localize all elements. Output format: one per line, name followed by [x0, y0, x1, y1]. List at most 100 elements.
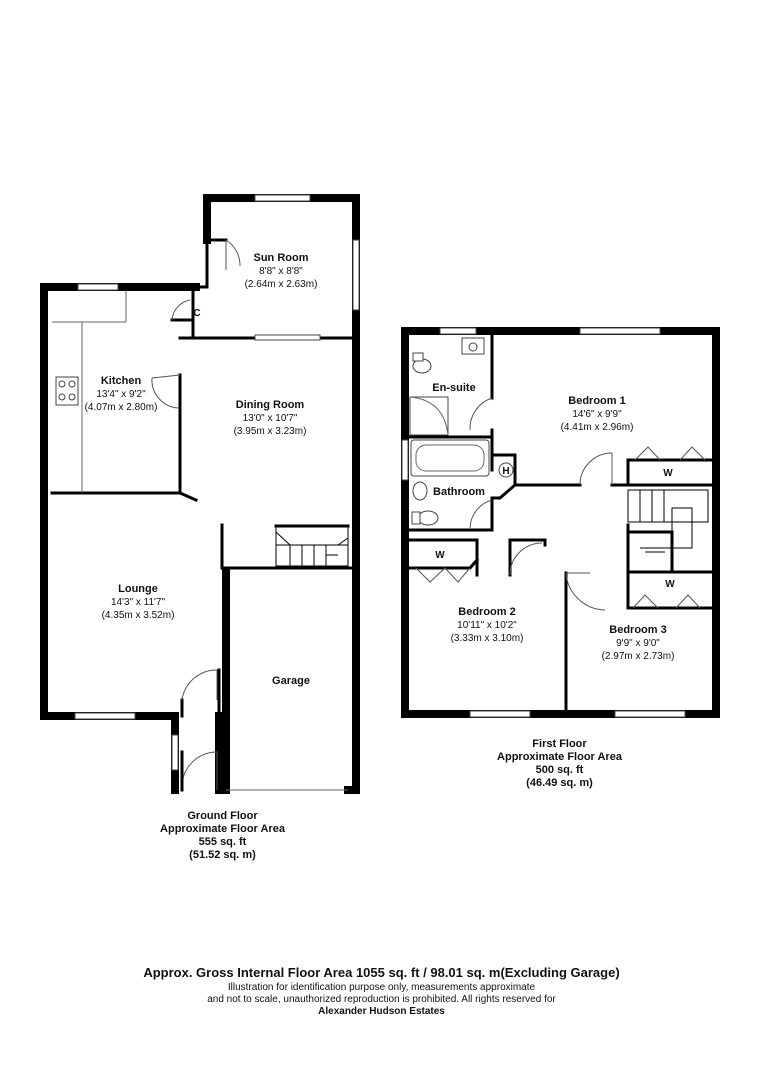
sun-room-window-top [254, 194, 311, 202]
ground-floor-area-sqm: (51.52 sq. m) [189, 849, 256, 861]
lounge-name: Lounge [118, 583, 158, 595]
sun-room-door [225, 239, 241, 267]
heater-label: H [502, 466, 509, 477]
dining-room-name: Dining Room [236, 399, 305, 411]
first-floor-title: First Floor [532, 738, 587, 750]
cupboard-door [171, 299, 191, 321]
front-door [181, 751, 218, 791]
kitchen-worktop [52, 290, 127, 493]
cupboard-walls [170, 288, 195, 322]
bedroom2-name: Bedroom 2 [458, 606, 515, 618]
bedroom2-dim-metric: (3.33m x 3.10m) [451, 633, 524, 644]
hob-icon [55, 376, 79, 406]
bedroom2-door [509, 542, 543, 576]
bathroom-basin-icon [412, 481, 428, 501]
bedroom1-name: Bedroom 1 [568, 395, 625, 407]
dining-room-dim-metric: (3.95m x 3.23m) [234, 426, 307, 437]
lounge-divider [220, 523, 230, 570]
ensuite-basin-bowl [468, 342, 478, 352]
stairwell-inner [626, 530, 674, 574]
lounge-dim-metric: (4.35m x 3.52m) [102, 610, 175, 621]
bathroom-window [401, 439, 409, 481]
first-floor-plan: H W W W [401, 327, 720, 718]
first-floor-outer-walls [401, 327, 720, 718]
bathroom-door [469, 499, 493, 529]
ensuite-name: En-suite [432, 382, 475, 394]
kitchen-door [151, 374, 181, 409]
bedroom3-wardrobe-label: W [665, 579, 675, 590]
bedroom3-dim-metric: (2.97m x 2.73m) [602, 651, 675, 662]
hob-ring-2 [68, 380, 76, 388]
porch-walls [180, 668, 221, 718]
bedroom2-wardrobe-label: W [435, 550, 445, 561]
ground-floor-subtitle: Approximate Floor Area [160, 823, 285, 835]
bathroom-toilet-icon [417, 510, 439, 526]
bedroom1-dim-metric: (4.41m x 2.96m) [561, 422, 634, 433]
ground-stairs [275, 525, 349, 567]
bedroom2-top-wall [407, 538, 547, 577]
ensuite-door [469, 397, 493, 431]
dining-room-dim-imperial: 13'0" x 10'7" [243, 413, 298, 424]
first-floor-subtitle: Approximate Floor Area [497, 751, 622, 763]
ground-floor-area-sqft: 555 sq. ft [198, 836, 247, 848]
sun-room-dim-metric: (2.64m x 2.63m) [245, 279, 318, 290]
kitchen-name: Kitchen [101, 375, 142, 387]
garage-name: Garage [272, 675, 310, 687]
cupboard-label: C [193, 308, 200, 319]
sliding-doors [254, 334, 321, 341]
ensuite-window [439, 327, 477, 335]
sun-room-window-side [352, 239, 360, 311]
bedroom3-wardrobe-doors [632, 594, 701, 609]
sun-room-dim-imperial: 8'8" x 8'8" [259, 266, 303, 277]
bathroom-name: Bathroom [433, 486, 485, 498]
bedroom1-wardrobe-doors [634, 446, 706, 461]
gross-floor-area-title: Approx. Gross Internal Floor Area 1055 s… [143, 965, 620, 980]
ground-floor-area-label: Ground Floor Approximate Floor Area 555 … [150, 810, 295, 862]
bath-inner [415, 444, 485, 472]
lounge-window [74, 712, 136, 720]
first-floor-area-sqm: (46.49 sq. m) [526, 777, 593, 789]
bedroom3-dim-imperial: 9'9" x 9'0" [616, 638, 660, 649]
bedroom3-window [614, 710, 686, 718]
ground-floor-plan: C [40, 194, 360, 794]
sun-room-name: Sun Room [254, 252, 309, 264]
lounge-door [181, 669, 218, 701]
lounge-dim-imperial: 14'3" x 11'7" [111, 597, 166, 608]
bedroom3-name: Bedroom 3 [609, 624, 666, 636]
bedroom3-door [565, 572, 606, 611]
bedroom2-wardrobe-doors [415, 567, 471, 583]
shower-screen [409, 396, 449, 436]
agency-name: Alexander Hudson Estates [318, 1006, 445, 1017]
first-floor-stairs [627, 489, 709, 549]
hob-ring-3 [58, 393, 66, 401]
bedroom1-door [579, 452, 613, 486]
ensuite-cistern [412, 352, 424, 362]
hob-ring-1 [58, 380, 66, 388]
bedroom1-window [579, 327, 661, 335]
kitchen-lounge-wall-end [178, 491, 198, 502]
first-floor-area-label: First Floor Approximate Floor Area 500 s… [487, 738, 632, 790]
bedroom2-dim-imperial: 10'11" x 10'2" [457, 620, 517, 631]
bath-icon [410, 439, 490, 477]
disclaimer-line-1: Illustration for identification purpose … [227, 982, 536, 993]
bedroom2-window [469, 710, 531, 718]
first-floor-labels: En-suite Bathroom Bedroom 1 14'6" x 9'9"… [432, 382, 674, 662]
bedroom1-wardrobe-wall [626, 458, 714, 487]
hob-ring-4 [68, 393, 76, 401]
kitchen-dim-metric: (4.07m x 2.80m) [85, 402, 158, 413]
porch-window [171, 734, 179, 771]
bedroom1-wardrobe-label: W [663, 468, 673, 479]
disclaimer-line-2: and not to scale, unauthorized reproduct… [207, 994, 556, 1005]
ground-floor-labels: Sun Room 8'8" x 8'8" (2.64m x 2.63m) Kit… [85, 252, 318, 687]
bedroom1-dim-imperial: 14'6" x 9'9" [572, 409, 622, 420]
shower-icon [409, 396, 449, 436]
first-floor-area-sqft: 500 sq. ft [535, 764, 584, 776]
bathroom-cistern [411, 511, 421, 525]
bedroom2-wardrobe-wall [407, 557, 480, 570]
ground-floor-title: Ground Floor [187, 810, 258, 822]
bedroom3-wardrobe-wall [626, 570, 714, 610]
kitchen-dim-imperial: 13'4" x 9'2" [96, 389, 146, 400]
heater-icon [498, 462, 514, 478]
kitchen-window [77, 283, 119, 291]
